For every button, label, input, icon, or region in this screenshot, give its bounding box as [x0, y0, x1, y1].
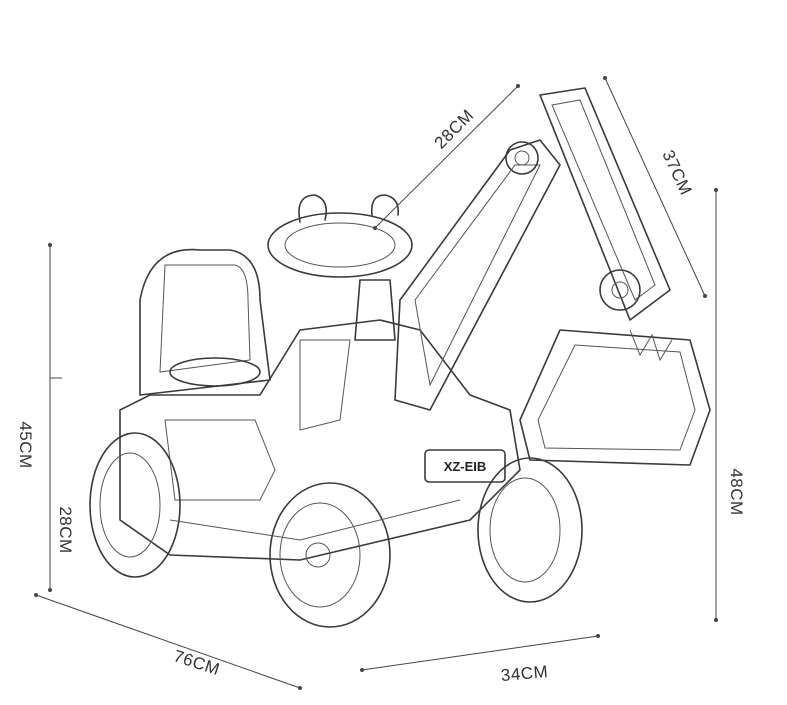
- nameplate-text: XZ-EIB: [444, 459, 487, 474]
- label-body-height: 28CM: [56, 506, 75, 553]
- label-seat-height: 45CM: [16, 421, 35, 468]
- dimension-length: 76CM: [34, 593, 302, 690]
- dimension-arm-lower: 37CM: [603, 76, 707, 298]
- label-arm-upper: 28CM: [431, 106, 478, 153]
- dimension-width: 34CM: [360, 634, 600, 685]
- dimension-seat-height: 45CM: [16, 243, 62, 592]
- excavator-illustration: XZ-EIB: [89, 87, 711, 628]
- label-total-height: 48CM: [727, 468, 746, 515]
- label-width: 34CM: [500, 662, 549, 685]
- dimension-body-height: 28CM: [56, 506, 75, 553]
- dimension-total-height: 48CM: [714, 188, 746, 622]
- dimension-arm-upper: 28CM: [373, 84, 520, 230]
- label-arm-lower: 37CM: [658, 147, 695, 198]
